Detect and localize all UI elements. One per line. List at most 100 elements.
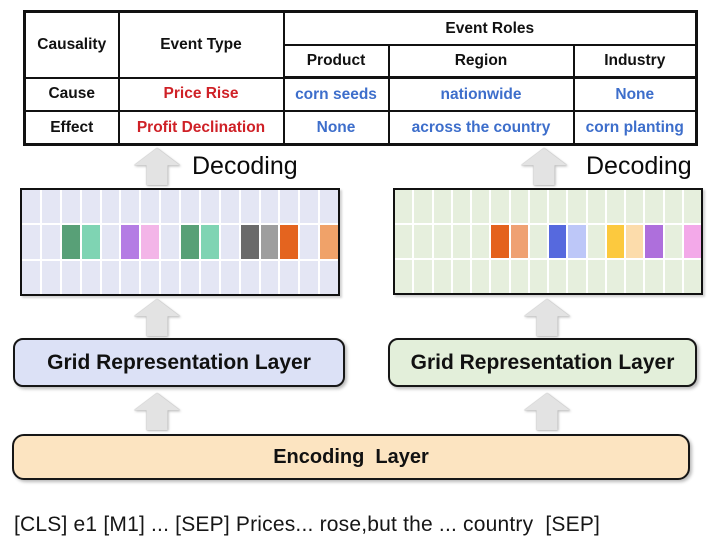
cause-label-cell: Cause — [23, 76, 120, 112]
grid-cell — [433, 260, 451, 293]
grid-cell — [41, 260, 60, 294]
grid-cell — [395, 225, 413, 258]
cause-event-type-cell: Price Rise — [117, 76, 285, 112]
grid-cell — [626, 225, 644, 258]
grid-cell — [320, 225, 338, 259]
table-row-cause: Cause Price Rise corn seeds nationwide N… — [23, 76, 698, 112]
grid-representation-layer-left: Grid Representation Layer — [13, 338, 345, 387]
table-header-row-1: Causality Event Type Event Roles — [23, 10, 698, 79]
grid-cell — [200, 260, 219, 294]
effect-representation-grid — [393, 188, 703, 295]
grid-cell — [161, 260, 179, 294]
grid-cell — [300, 225, 319, 259]
grid-cell — [626, 260, 644, 293]
up-arrow-icon — [134, 299, 180, 336]
grid-cell — [395, 190, 413, 223]
grid-cell — [645, 260, 663, 293]
grid-cell — [220, 260, 239, 294]
grid-cell — [587, 260, 605, 293]
grid-cell — [491, 225, 509, 258]
grid-cell — [22, 190, 40, 224]
effect-industry-cell: corn planting — [572, 110, 698, 146]
grid-cell — [121, 190, 140, 224]
table-header-product: Product — [282, 44, 390, 79]
effect-label-cell: Effect — [23, 110, 120, 146]
cause-representation-grid — [20, 188, 340, 296]
grid-cell — [41, 225, 60, 259]
grid-cell — [433, 225, 451, 258]
grid-cell — [664, 260, 682, 293]
grid-cell — [300, 190, 319, 224]
grid-cell — [683, 225, 701, 258]
table-header-event-roles: Event Roles — [282, 10, 698, 46]
grid-cell — [81, 190, 100, 224]
grid-cell — [22, 225, 40, 259]
decoding-label-right: Decoding — [586, 152, 692, 180]
up-arrow-shape — [134, 148, 180, 185]
grid-cell — [61, 260, 80, 294]
grid-cell — [300, 260, 319, 294]
grid-cell — [606, 225, 624, 258]
grid-cell — [101, 225, 120, 259]
grid-cell — [200, 190, 219, 224]
grid-cell — [452, 260, 470, 293]
up-arrow-icon — [524, 393, 570, 430]
grid-cell — [141, 225, 160, 259]
effect-event-type-cell: Profit Declination — [117, 110, 285, 146]
grid-cell — [260, 225, 279, 259]
grid-cell — [664, 225, 682, 258]
grid-cell — [645, 190, 663, 223]
grid-cell — [121, 225, 140, 259]
grid-cell — [41, 190, 60, 224]
grid-cell — [568, 260, 586, 293]
grid-cell — [472, 190, 490, 223]
grid-cell — [280, 225, 299, 259]
effect-product-cell: None — [282, 110, 390, 146]
grid-cell — [549, 190, 567, 223]
up-arrow-shape — [524, 299, 570, 336]
up-arrow-icon — [521, 148, 567, 185]
grid-cell — [280, 190, 299, 224]
encoding-layer: Encoding Layer — [12, 434, 690, 480]
grid-cell — [433, 190, 451, 223]
grid-cell — [260, 190, 279, 224]
decoding-label-left: Decoding — [192, 152, 298, 180]
input-token-sequence: [CLS] e1 [M1] ... [SEP] Prices... rose,b… — [14, 513, 601, 536]
grid-cell — [510, 190, 528, 223]
grid-cell — [452, 225, 470, 258]
grid-cell — [181, 190, 199, 224]
grid-cell — [220, 225, 239, 259]
grid-cell — [161, 190, 179, 224]
grid-representation-layer-left-label: Grid Representation Layer — [47, 350, 311, 374]
grid-cell — [452, 190, 470, 223]
cause-industry-cell: None — [572, 76, 698, 112]
grid-cell — [645, 225, 663, 258]
up-arrow-icon — [524, 299, 570, 336]
grid-cell — [683, 190, 701, 223]
grid-cell — [240, 190, 259, 224]
up-arrow-shape — [521, 148, 567, 185]
grid-cell — [549, 225, 567, 258]
event-output-table: Causality Event Type Event Roles Product… — [23, 10, 699, 146]
grid-cell — [529, 190, 547, 223]
table-header-causality: Causality — [23, 10, 120, 79]
grid-cell — [510, 260, 528, 293]
grid-cell — [414, 260, 432, 293]
up-arrow-shape — [134, 393, 180, 430]
grid-cell — [121, 260, 140, 294]
grid-cell — [587, 190, 605, 223]
up-arrow-shape — [524, 393, 570, 430]
grid-cell — [491, 190, 509, 223]
grid-cell — [549, 260, 567, 293]
grid-cell — [101, 190, 120, 224]
grid-cell — [61, 190, 80, 224]
grid-cell — [141, 190, 160, 224]
table-header-industry: Industry — [572, 44, 698, 79]
grid-cell — [81, 225, 100, 259]
grid-cell — [240, 260, 259, 294]
grid-cell — [414, 190, 432, 223]
grid-cell — [61, 225, 80, 259]
up-arrow-icon — [134, 148, 180, 185]
grid-cell — [568, 225, 586, 258]
